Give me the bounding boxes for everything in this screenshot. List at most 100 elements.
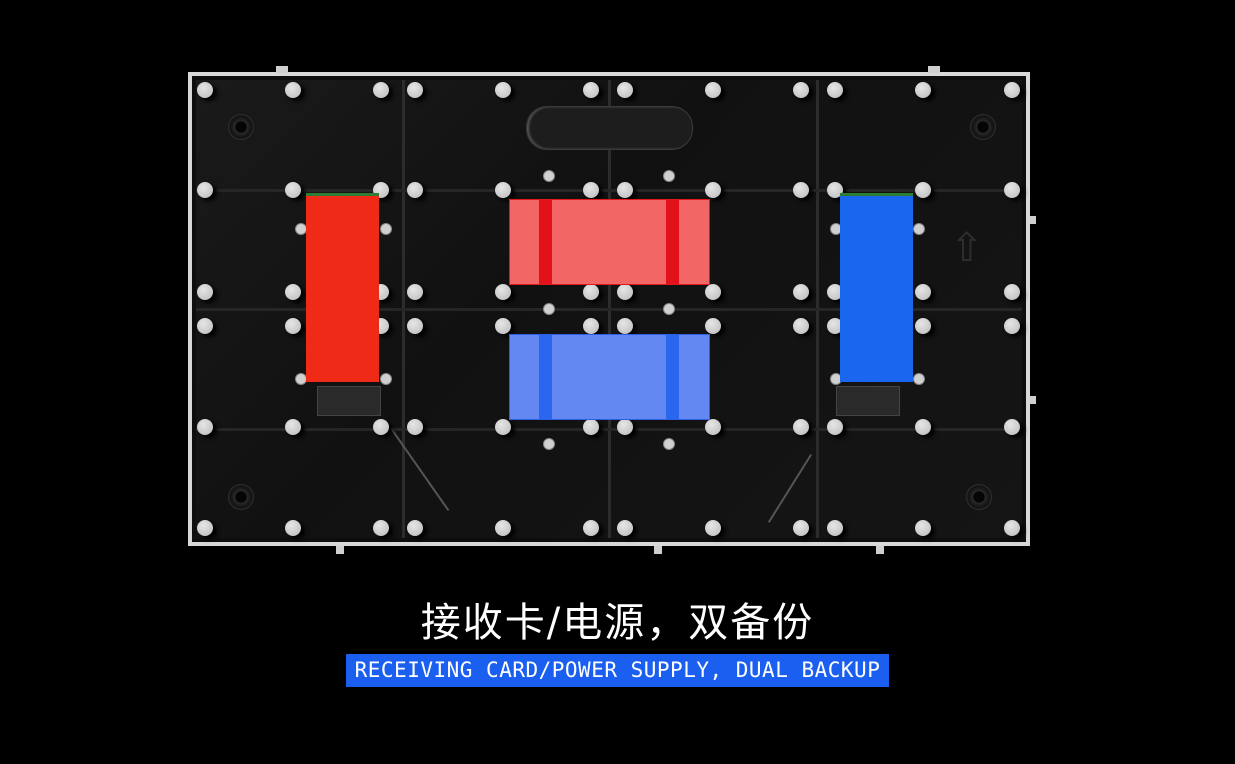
- magnet-post: [197, 520, 213, 536]
- magnet-post: [407, 182, 423, 198]
- magnet-post: [407, 284, 423, 300]
- magnet-post: [583, 419, 599, 435]
- frame-tab: [1030, 216, 1036, 224]
- magnet-post: [915, 520, 931, 536]
- magnet-post: [827, 520, 843, 536]
- magnet-post: [1004, 520, 1020, 536]
- screw: [543, 438, 555, 450]
- card-connector: [317, 386, 381, 416]
- magnet-post: [1004, 318, 1020, 334]
- screw: [913, 223, 925, 235]
- screw: [543, 170, 555, 182]
- caption-english-banner: RECEIVING CARD/POWER SUPPLY, DUAL BACKUP: [0, 654, 1235, 687]
- magnet-post: [617, 82, 633, 98]
- magnet-post: [793, 284, 809, 300]
- magnet-post: [915, 182, 931, 198]
- module-rail: [196, 189, 1022, 192]
- magnet-post: [495, 284, 511, 300]
- magnet-post: [827, 284, 843, 300]
- frame-tab: [876, 546, 884, 554]
- magnet-post: [793, 82, 809, 98]
- magnet-post: [583, 284, 599, 300]
- frame-tab: [1030, 396, 1036, 404]
- magnet-post: [705, 520, 721, 536]
- magnet-post: [705, 284, 721, 300]
- magnet-post: [705, 82, 721, 98]
- magnet-post: [197, 82, 213, 98]
- magnet-post: [915, 284, 931, 300]
- module-rail: [196, 428, 1022, 431]
- magnet-post: [1004, 82, 1020, 98]
- magnet-post: [285, 284, 301, 300]
- magnet-post: [793, 318, 809, 334]
- lock-knob: [228, 114, 254, 140]
- magnet-post: [495, 520, 511, 536]
- up-arrow-icon: ⇧: [950, 225, 984, 271]
- magnet-post: [407, 419, 423, 435]
- power-supply-primary: [509, 199, 710, 285]
- magnet-post: [495, 419, 511, 435]
- magnet-post: [827, 419, 843, 435]
- magnet-post: [285, 318, 301, 334]
- ps-bracket: [666, 200, 679, 284]
- lock-knob: [228, 484, 254, 510]
- magnet-post: [583, 82, 599, 98]
- magnet-post: [793, 182, 809, 198]
- magnet-post: [705, 419, 721, 435]
- magnet-post: [495, 182, 511, 198]
- magnet-post: [285, 419, 301, 435]
- frame-tab: [654, 546, 662, 554]
- frame-tab: [928, 66, 940, 73]
- magnet-post: [617, 520, 633, 536]
- magnet-post: [197, 419, 213, 435]
- magnet-post: [617, 419, 633, 435]
- magnet-post: [793, 419, 809, 435]
- magnet-post: [285, 520, 301, 536]
- receiving-card-backup: [840, 193, 913, 382]
- magnet-post: [285, 182, 301, 198]
- ps-bracket: [666, 335, 679, 419]
- magnet-post: [827, 318, 843, 334]
- screw: [380, 373, 392, 385]
- screw: [543, 303, 555, 315]
- module-rail: [196, 308, 1022, 311]
- magnet-post: [617, 318, 633, 334]
- magnet-post: [495, 318, 511, 334]
- magnet-post: [407, 318, 423, 334]
- frame-tab: [276, 66, 288, 73]
- magnet-post: [373, 82, 389, 98]
- magnet-post: [915, 82, 931, 98]
- magnet-post: [827, 182, 843, 198]
- magnet-post: [285, 82, 301, 98]
- screw: [913, 373, 925, 385]
- magnet-post: [617, 182, 633, 198]
- magnet-post: [495, 82, 511, 98]
- magnet-post: [583, 520, 599, 536]
- magnet-post: [407, 520, 423, 536]
- cabinet-handle: [526, 106, 693, 150]
- ps-bracket: [539, 335, 552, 419]
- lock-knob: [970, 114, 996, 140]
- magnet-post: [583, 318, 599, 334]
- magnet-post: [1004, 284, 1020, 300]
- frame-tab: [336, 546, 344, 554]
- magnet-post: [705, 182, 721, 198]
- screw: [380, 223, 392, 235]
- magnet-post: [197, 284, 213, 300]
- screw: [663, 303, 675, 315]
- magnet-post: [793, 520, 809, 536]
- magnet-post: [197, 182, 213, 198]
- magnet-post: [1004, 182, 1020, 198]
- caption-english: RECEIVING CARD/POWER SUPPLY, DUAL BACKUP: [345, 654, 890, 687]
- magnet-post: [373, 419, 389, 435]
- magnet-post: [915, 419, 931, 435]
- screw: [663, 170, 675, 182]
- caption-chinese: 接收卡/电源，双备份: [420, 600, 815, 646]
- screw: [663, 438, 675, 450]
- ps-bracket: [539, 200, 552, 284]
- card-connector: [836, 386, 900, 416]
- magnet-post: [617, 284, 633, 300]
- magnet-post: [407, 82, 423, 98]
- magnet-post: [827, 82, 843, 98]
- receiving-card-primary: [306, 193, 379, 382]
